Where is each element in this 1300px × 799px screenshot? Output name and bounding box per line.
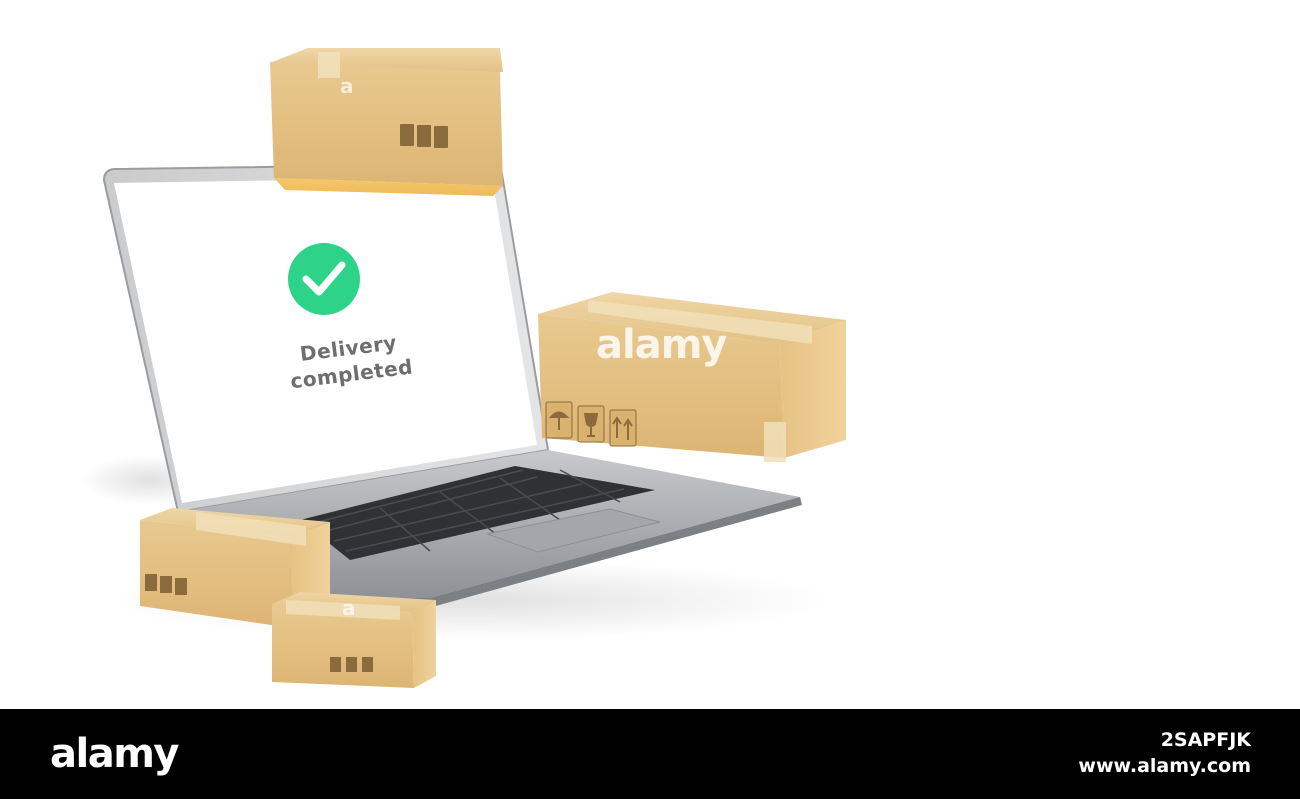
image-id: 2SAPFJK <box>1160 729 1251 751</box>
shipping-icons-large <box>545 401 637 447</box>
keyboard <box>300 466 655 560</box>
large-box <box>538 292 846 462</box>
watermark-center: alamy <box>596 322 727 368</box>
laptop-screen <box>114 177 537 503</box>
shipping-icons <box>400 124 448 148</box>
laptop-base <box>178 450 802 607</box>
product-scene: Delivery completed alamy a a <box>80 48 846 688</box>
watermark-small-top: a <box>340 74 354 98</box>
check-circle-icon <box>288 243 360 315</box>
fragile-glass-icon <box>583 413 599 437</box>
footer-logo[interactable]: alamy <box>50 731 179 777</box>
small-box-front <box>272 592 436 688</box>
footer-bar: alamy 2SAPFJK www.alamy.com <box>0 709 1300 799</box>
scene-illustration <box>80 48 846 688</box>
laptop-lid <box>102 162 550 514</box>
this-side-up-icon <box>612 416 633 440</box>
floating-box-top <box>270 48 503 196</box>
watermark-small-bottom: a <box>342 596 356 620</box>
footer-url[interactable]: www.alamy.com <box>1078 755 1251 777</box>
umbrella-icon <box>548 411 570 430</box>
touchpad <box>485 508 661 553</box>
